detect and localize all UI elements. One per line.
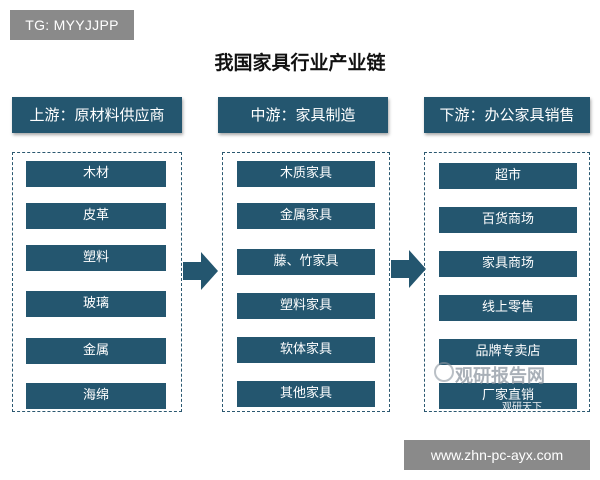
downstream-header: 下游：办公家具销售 xyxy=(424,97,590,133)
flow-arrow-icon xyxy=(391,250,426,288)
midstream-item: 藤、竹家具 xyxy=(237,249,375,275)
watermark-logo-icon xyxy=(434,362,454,382)
watermark-sub: 观研天下 xyxy=(502,402,542,413)
downstream-item: 线上零售 xyxy=(439,295,577,321)
watermark-brand: 观研报告网 xyxy=(455,366,545,386)
source-tag: TG: MYYJJPP xyxy=(10,10,134,40)
url-tag: www.zhn-pc-ayx.com xyxy=(404,440,590,470)
midstream-item: 软体家具 xyxy=(237,337,375,363)
midstream-item: 塑料家具 xyxy=(237,293,375,319)
upstream-item: 玻璃 xyxy=(26,291,166,317)
upstream-item: 木材 xyxy=(26,161,166,187)
midstream-item: 其他家具 xyxy=(237,381,375,407)
downstream-item: 家具商场 xyxy=(439,251,577,277)
flow-arrow-icon xyxy=(183,252,218,290)
upstream-item: 海绵 xyxy=(26,383,166,409)
midstream-box: 木质家具 金属家具 藤、竹家具 塑料家具 软体家具 其他家具 xyxy=(222,152,390,412)
downstream-item: 厂家直销 xyxy=(439,383,577,409)
midstream-item: 木质家具 xyxy=(237,161,375,187)
downstream-item: 百货商场 xyxy=(439,207,577,233)
upstream-item: 皮革 xyxy=(26,203,166,229)
upstream-header: 上游：原材料供应商 xyxy=(12,97,182,133)
upstream-box: 木材 皮革 塑料 玻璃 金属 海绵 xyxy=(12,152,182,412)
upstream-item: 金属 xyxy=(26,338,166,364)
upstream-item: 塑料 xyxy=(26,245,166,271)
downstream-box: 超市 百货商场 家具商场 线上零售 品牌专卖店 厂家直销 xyxy=(424,152,590,412)
downstream-item: 超市 xyxy=(439,163,577,189)
midstream-header: 中游：家具制造 xyxy=(218,97,388,133)
midstream-item: 金属家具 xyxy=(237,203,375,229)
downstream-item: 品牌专卖店 xyxy=(439,339,577,365)
diagram-title: 我国家具行业产业链 xyxy=(214,52,386,74)
